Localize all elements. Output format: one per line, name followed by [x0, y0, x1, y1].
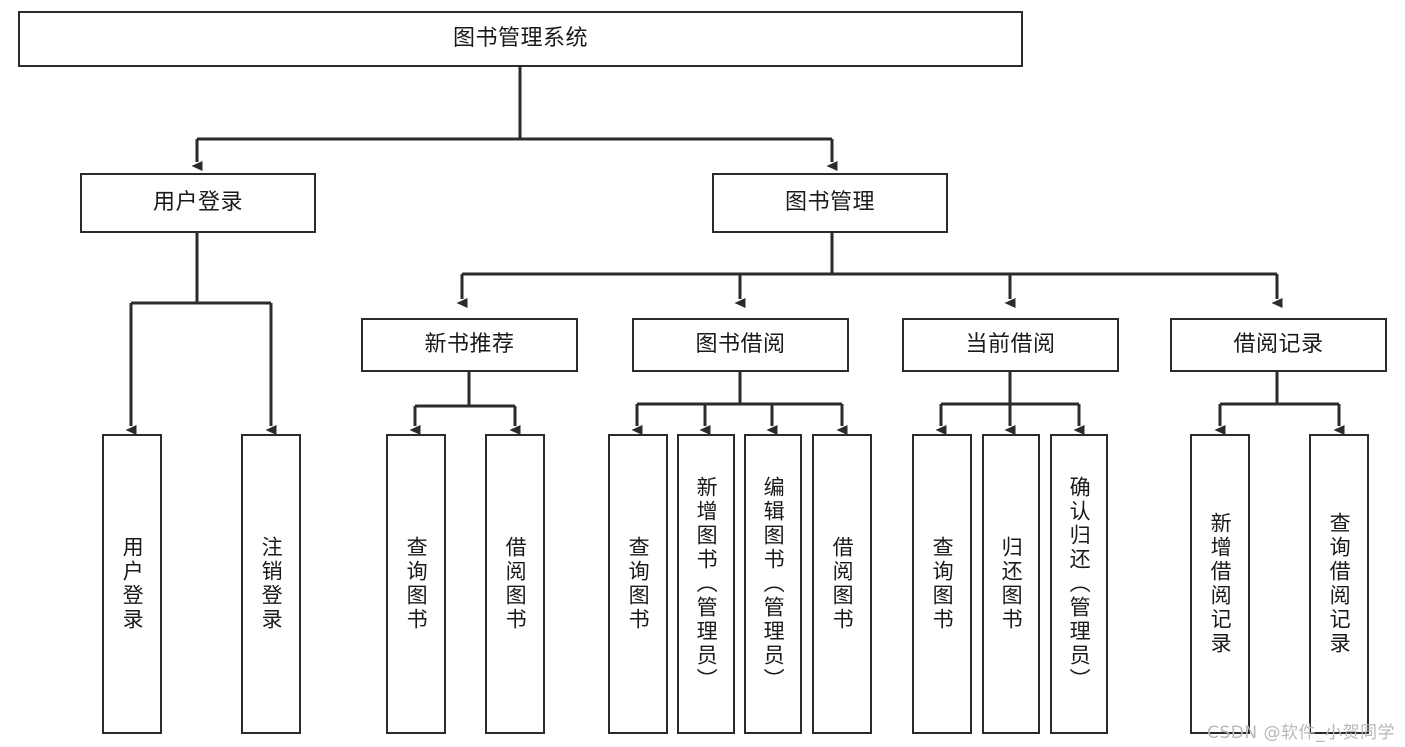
leaf-new-book-borrow-book[interactable]: 借阅图书 [485, 434, 545, 734]
node-label: 新增借阅记录 [1208, 512, 1233, 656]
node-label: 借阅图书 [503, 536, 528, 632]
node-label: 图书借阅 [695, 332, 786, 358]
node-label: 查询借阅记录 [1327, 512, 1352, 656]
leaf-book-borrow-edit-book-admin[interactable]: 编辑图书（管理员） [744, 434, 802, 734]
node-label: 用户登录 [152, 190, 243, 216]
node-label: 注销登录 [259, 536, 284, 632]
node-label: 当前借阅 [965, 332, 1056, 358]
leaf-new-book-query-book[interactable]: 查询图书 [386, 434, 446, 734]
node-label: 借阅图书 [830, 536, 855, 632]
node-label: 新书推荐 [424, 332, 515, 358]
node-book-borrow[interactable]: 图书借阅 [632, 318, 849, 372]
node-label: 用户登录 [120, 536, 145, 632]
leaf-user-login-logout[interactable]: 注销登录 [241, 434, 301, 734]
csdn-watermark: CSDN @软件_小贺同学 [1207, 723, 1395, 743]
node-label: 查询图书 [404, 536, 429, 632]
node-label: 新增图书（管理员） [694, 476, 719, 692]
leaf-user-login-login[interactable]: 用户登录 [102, 434, 162, 734]
leaf-book-borrow-borrow-book[interactable]: 借阅图书 [812, 434, 872, 734]
node-user-login[interactable]: 用户登录 [80, 173, 316, 233]
leaf-current-borrow-query-book[interactable]: 查询图书 [912, 434, 972, 734]
node-label: 图书管理系统 [452, 26, 588, 52]
leaf-book-borrow-add-book-admin[interactable]: 新增图书（管理员） [677, 434, 735, 734]
node-label: 确认归还（管理员） [1067, 476, 1092, 692]
node-current-borrow[interactable]: 当前借阅 [902, 318, 1119, 372]
node-label: 图书管理 [784, 190, 875, 216]
node-new-book-recommend[interactable]: 新书推荐 [361, 318, 578, 372]
node-borrow-records[interactable]: 借阅记录 [1170, 318, 1387, 372]
node-label: 归还图书 [999, 536, 1024, 632]
leaf-book-borrow-query-book[interactable]: 查询图书 [608, 434, 668, 734]
node-root-book-management-system[interactable]: 图书管理系统 [18, 11, 1023, 67]
leaf-current-borrow-return-book[interactable]: 归还图书 [982, 434, 1040, 734]
leaf-borrow-records-add-record[interactable]: 新增借阅记录 [1190, 434, 1250, 734]
node-label: 借阅记录 [1233, 332, 1324, 358]
node-label: 查询图书 [930, 536, 955, 632]
node-label: 查询图书 [626, 536, 651, 632]
node-label: 编辑图书（管理员） [761, 476, 786, 692]
node-book-management[interactable]: 图书管理 [712, 173, 948, 233]
leaf-borrow-records-query-record[interactable]: 查询借阅记录 [1309, 434, 1369, 734]
leaf-current-borrow-confirm-return-admin[interactable]: 确认归还（管理员） [1050, 434, 1108, 734]
